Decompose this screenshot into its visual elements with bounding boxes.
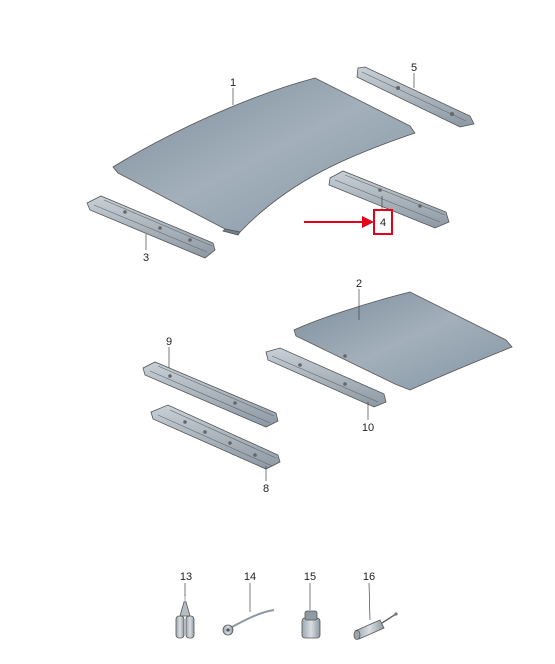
part-label-10[interactable]: 10: [362, 422, 374, 434]
leader-lines: [145, 73, 415, 621]
part-label-15[interactable]: 15: [304, 571, 316, 583]
highlight-box: [373, 209, 393, 235]
part-label-14[interactable]: 14: [244, 571, 256, 583]
highlight-callout: 4: [304, 209, 393, 235]
rear-roof-frame[interactable]: [356, 66, 475, 128]
part-label-16[interactable]: 16: [363, 571, 375, 583]
rear-cross-member[interactable]: [265, 347, 387, 408]
sealant-tube[interactable]: [301, 610, 321, 639]
part-label-9[interactable]: 9: [166, 336, 172, 348]
part-label-1[interactable]: 1: [230, 77, 236, 89]
rear-roof-bow[interactable]: [328, 170, 450, 229]
front-roof-bow[interactable]: [86, 195, 216, 259]
part-label-8[interactable]: 8: [263, 483, 269, 495]
roof-panel-sunroof[interactable]: [293, 291, 513, 391]
part-label-2[interactable]: 2: [356, 278, 362, 290]
part-label-4[interactable]: 4: [380, 217, 386, 229]
part-label-5[interactable]: 5: [411, 62, 417, 74]
highlight-arrowhead: [362, 216, 374, 228]
adhesive-cartridges[interactable]: [175, 594, 195, 639]
part-label-3[interactable]: 3: [143, 252, 149, 264]
applicator-nozzle[interactable]: [222, 609, 275, 636]
part-labels: 1 2 3 5 8 9 10 13 14 15 16: [143, 62, 417, 583]
cartridge-gun[interactable]: [353, 612, 398, 640]
roof-panel[interactable]: [112, 77, 416, 236]
front-roof-frame[interactable]: [150, 404, 281, 470]
cross-member[interactable]: [142, 361, 279, 428]
part-label-13[interactable]: 13: [180, 571, 192, 583]
